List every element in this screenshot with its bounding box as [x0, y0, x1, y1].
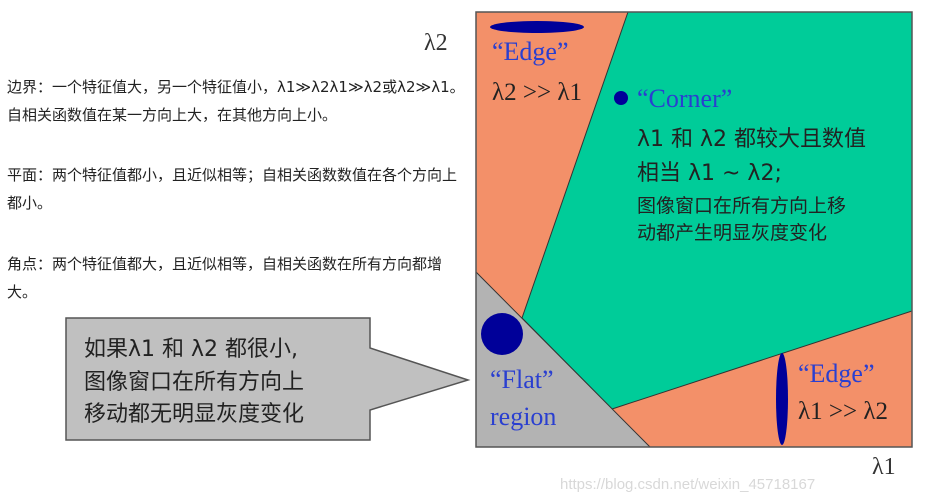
- axis-y-label: λ2: [424, 30, 448, 56]
- watermark: https://blog.csdn.net/weixin_45718167: [560, 476, 816, 493]
- corner-line-1: λ1 和 λ2 都较大且数值: [637, 127, 866, 152]
- corner-line-4: 动都产生明显灰度变化: [637, 222, 827, 244]
- edge-top-title: “Edge”: [492, 37, 569, 66]
- edge-description: 边界：一个特征值大，另一个特征值小，λ1≫λ2λ1≫λ2或λ2≫λ1。自相关函数…: [7, 78, 465, 124]
- horizontal-ellipse-marker: [490, 21, 584, 33]
- edge-bottom-relation: λ1 >> λ2: [798, 398, 888, 425]
- edge-bottom-title: “Edge”: [798, 359, 875, 388]
- flat-subtitle: region: [490, 402, 556, 431]
- corner-line-2: 相当 λ1 ~ λ2;: [637, 161, 782, 186]
- corner-title: “Corner”: [637, 84, 732, 113]
- vertical-ellipse-marker: [776, 353, 788, 445]
- callout-line-1: 如果λ1 和 λ2 都很小,: [84, 337, 298, 362]
- flat-circle-marker: [481, 313, 523, 355]
- flat-title: “Flat”: [490, 365, 554, 394]
- callout-line-3: 移动都无明显灰度变化: [84, 402, 304, 427]
- diagram-frame: [475, 11, 913, 448]
- callout-line-2: 图像窗口在所有方向上: [84, 370, 304, 395]
- callout-arrow: [65, 317, 471, 441]
- axis-x-label: λ1: [872, 454, 896, 480]
- flat-description: 平面：两个特征值都小，且近似相等；自相关函数数值在各个方向上都小。: [7, 166, 458, 212]
- corner-dot-marker: [614, 91, 628, 105]
- corner-description: 角点：两个特征值都大，且近似相等，自相关函数在所有方向都增大。: [7, 255, 443, 301]
- edge-top-relation: λ2 >> λ1: [492, 79, 582, 106]
- corner-line-3: 图像窗口在所有方向上移: [637, 195, 846, 217]
